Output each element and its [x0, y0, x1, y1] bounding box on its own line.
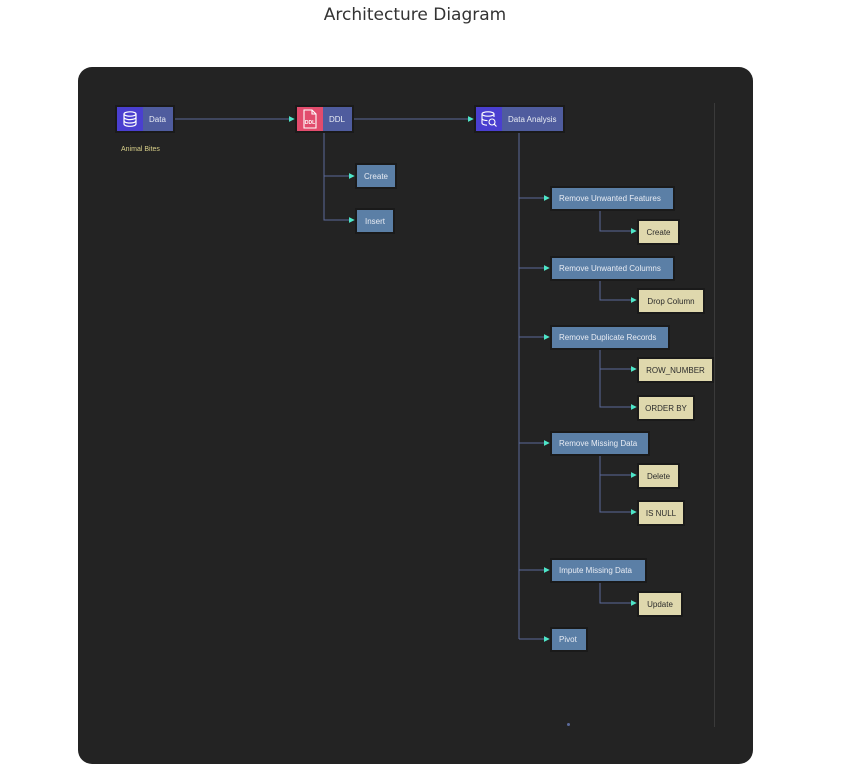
node-row-number-label: ROW_NUMBER: [646, 365, 705, 375]
node-row-number[interactable]: ROW_NUMBER: [637, 357, 714, 383]
node-remove-unwanted-columns-label: Remove Unwanted Columns: [559, 264, 661, 273]
node-impute-missing-data[interactable]: Impute Missing Data: [550, 558, 647, 583]
edge-ddl-to-create: [323, 132, 355, 179]
page-title: Architecture Diagram: [323, 5, 507, 25]
node-features-create[interactable]: Create: [637, 219, 680, 245]
edge-columns-to-drop-column: [599, 281, 637, 303]
database-search-icon: [476, 107, 502, 131]
edge-impute-to-update: [599, 583, 637, 606]
node-update-label: Update: [647, 599, 673, 609]
node-features-create-label: Create: [646, 227, 671, 237]
edge-features-to-create: [599, 211, 637, 234]
node-update[interactable]: Update: [637, 591, 683, 617]
node-delete[interactable]: Delete: [637, 463, 680, 489]
node-remove-unwanted-features-label: Remove Unwanted Features: [559, 194, 661, 203]
node-impute-missing-data-label: Impute Missing Data: [559, 566, 632, 575]
node-remove-unwanted-columns[interactable]: Remove Unwanted Columns: [550, 256, 675, 281]
node-drop-column-label: Drop Column: [647, 296, 695, 306]
node-pivot[interactable]: Pivot: [550, 627, 588, 652]
node-ddl-create-label: Create: [363, 171, 388, 181]
node-remove-duplicate-records[interactable]: Remove Duplicate Records: [550, 325, 670, 350]
scroll-dot: [567, 723, 570, 726]
node-data-analysis[interactable]: Data Analysis: [474, 105, 565, 133]
edge-ddl-to-insert: [323, 176, 355, 223]
node-order-by[interactable]: ORDER BY: [637, 395, 695, 421]
node-order-by-label: ORDER BY: [645, 403, 687, 413]
edge-duplicates-to-order-by: [599, 369, 637, 410]
node-is-null-label: IS NULL: [645, 508, 677, 518]
diagram-edges: [175, 116, 637, 642]
edge-missing-to-is-null: [599, 475, 637, 515]
ddl-file-icon: DDL: [297, 107, 323, 131]
node-ddl[interactable]: DDL DDL: [295, 105, 354, 133]
edge-missing-to-delete: [599, 456, 637, 478]
node-data-analysis-label: Data Analysis: [508, 114, 557, 124]
node-data-label: Data: [149, 114, 166, 124]
node-ddl-insert-label: Insert: [364, 216, 385, 226]
node-delete-label: Delete: [646, 471, 671, 481]
node-is-null[interactable]: IS NULL: [637, 500, 685, 526]
lane-divider: [714, 103, 715, 727]
node-data[interactable]: Data: [115, 105, 175, 133]
node-data-caption: Animal Bites: [121, 146, 160, 153]
node-remove-missing-data-label: Remove Missing Data: [559, 439, 638, 448]
database-icon: [117, 107, 143, 131]
node-pivot-label: Pivot: [559, 635, 577, 644]
node-ddl-insert[interactable]: Insert: [355, 208, 395, 234]
diagram-canvas[interactable]: Data Animal Bites DDL DDL Data Analysis: [78, 67, 753, 764]
node-ddl-create[interactable]: Create: [355, 163, 397, 189]
node-remove-unwanted-features[interactable]: Remove Unwanted Features: [550, 186, 675, 211]
ddl-icon-text: DDL: [305, 120, 315, 126]
edge-duplicates-to-row-number: [599, 350, 637, 372]
node-drop-column[interactable]: Drop Column: [637, 288, 705, 314]
node-remove-duplicate-records-label: Remove Duplicate Records: [559, 333, 657, 342]
node-ddl-label: DDL: [329, 114, 346, 124]
node-remove-missing-data[interactable]: Remove Missing Data: [550, 431, 650, 456]
